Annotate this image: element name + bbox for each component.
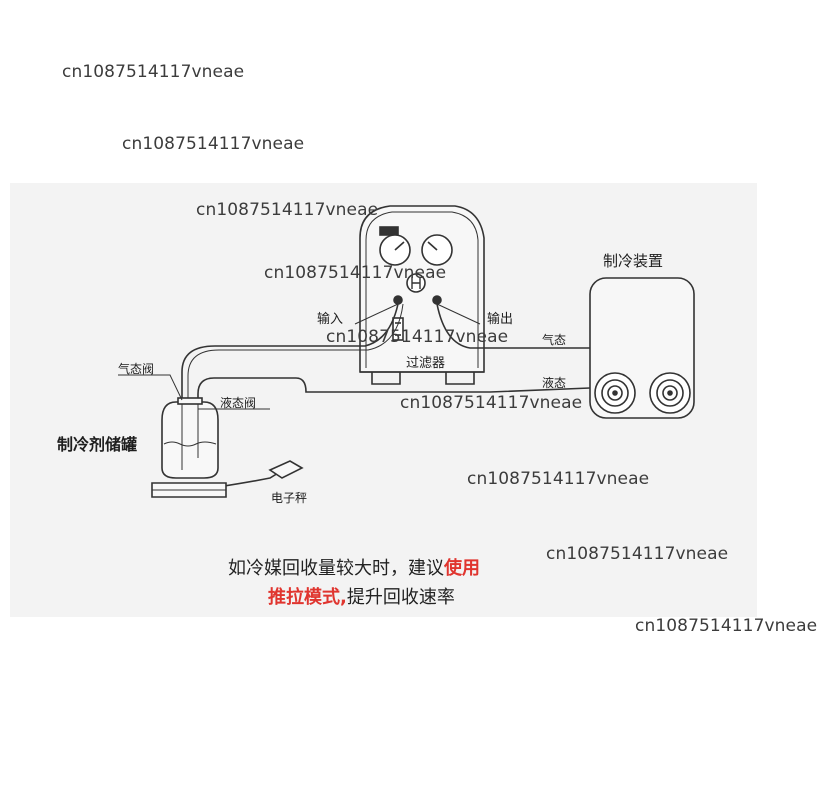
watermark: cn1087514117vneae: [196, 200, 379, 220]
valve-leaders: [118, 374, 270, 410]
watermark: cn1087514117vneae: [467, 469, 650, 489]
fan-left-icon: [594, 372, 636, 414]
watermark: cn1087514117vneae: [62, 62, 245, 82]
caption-line-1: 如冷媒回收量较大时，建议使用: [228, 554, 480, 580]
filter-icon: [392, 317, 404, 341]
gas-valve-label: 气态阀: [118, 362, 155, 376]
refrigerant-tank-icon: [161, 397, 219, 479]
left-gauge-icon: [379, 234, 411, 266]
right-gauge-icon: [421, 234, 453, 266]
fan-right-icon: [649, 372, 691, 414]
filter-label: 过滤器: [406, 356, 446, 371]
watermark: cn1087514117vneae: [546, 544, 729, 564]
liquid-valve-label: 液态阀: [220, 396, 257, 410]
caption-line-2-highlight: 推拉模式,: [268, 587, 347, 608]
input-port-icon: [393, 295, 403, 305]
refrigeration-device-icon: [589, 277, 695, 419]
watermark: cn1087514117vneae: [264, 263, 447, 283]
connection-diagram: [118, 205, 695, 498]
watermark: cn1087514117vneae: [122, 134, 305, 154]
input-label: 输入: [317, 312, 344, 327]
leader-lines: [354, 303, 481, 325]
electronic-scale-icon: [151, 460, 304, 498]
watermark: cn1087514117vneae: [635, 616, 817, 636]
scale-label: 电子秤: [271, 491, 308, 505]
output-port-icon: [432, 295, 442, 305]
watermark: cn1087514117vneae: [326, 327, 509, 347]
recovery-machine: [359, 205, 485, 385]
gas-state-label: 气态: [542, 333, 567, 347]
output-label: 输出: [487, 312, 514, 327]
caption-line-2: 推拉模式,提升回收速率: [268, 583, 455, 609]
caption-line-1-text: 如冷媒回收量较大时，建议: [228, 558, 444, 579]
tank-label: 制冷剂储罐: [57, 435, 138, 454]
liquid-state-label: 液态: [542, 376, 567, 390]
caption-line-2-text: 提升回收速率: [346, 587, 455, 608]
watermark: cn1087514117vneae: [400, 393, 583, 413]
refrigeration-device-label: 制冷装置: [603, 252, 664, 270]
caption-line-1-highlight: 使用: [444, 558, 480, 579]
